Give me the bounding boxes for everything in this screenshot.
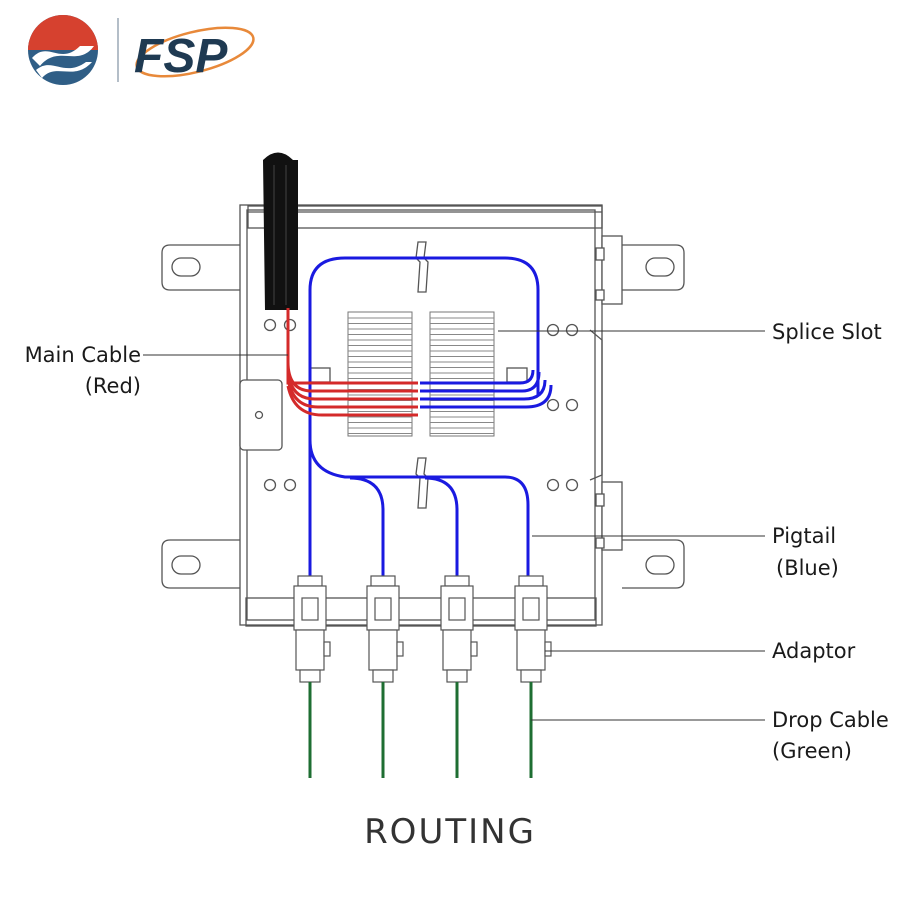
main-cable-jacket <box>263 152 298 310</box>
main-cable-label: Main Cable <box>25 343 141 367</box>
adaptors <box>293 575 552 683</box>
main-cable-fibers <box>286 308 418 417</box>
main-cable-color-label: (Red) <box>85 374 141 398</box>
drop-cable-label: Drop Cable <box>772 708 889 732</box>
pigtail-color-label: (Blue) <box>776 556 839 580</box>
company-logo: FSP <box>28 15 255 85</box>
splice-slot <box>347 311 495 437</box>
pigtail-fibers <box>308 256 553 580</box>
diagram-title: ROUTING <box>364 812 536 852</box>
logo-emblem-icon <box>28 15 98 85</box>
logo-swoosh-icon <box>135 26 255 78</box>
logo-text: FSP <box>134 30 228 83</box>
adaptor-3 <box>440 575 478 683</box>
drop-cables <box>308 682 533 778</box>
leader-lines <box>143 330 765 721</box>
splice-slot-label: Splice Slot <box>772 320 882 344</box>
adaptor-1 <box>293 575 331 683</box>
pigtail-label: Pigtail <box>772 524 836 548</box>
cable-clips <box>309 241 528 509</box>
adaptor-label: Adaptor <box>772 639 856 663</box>
adaptor-2 <box>366 575 404 683</box>
adaptor-4 <box>514 575 552 683</box>
drop-cable-color-label: (Green) <box>772 739 852 763</box>
